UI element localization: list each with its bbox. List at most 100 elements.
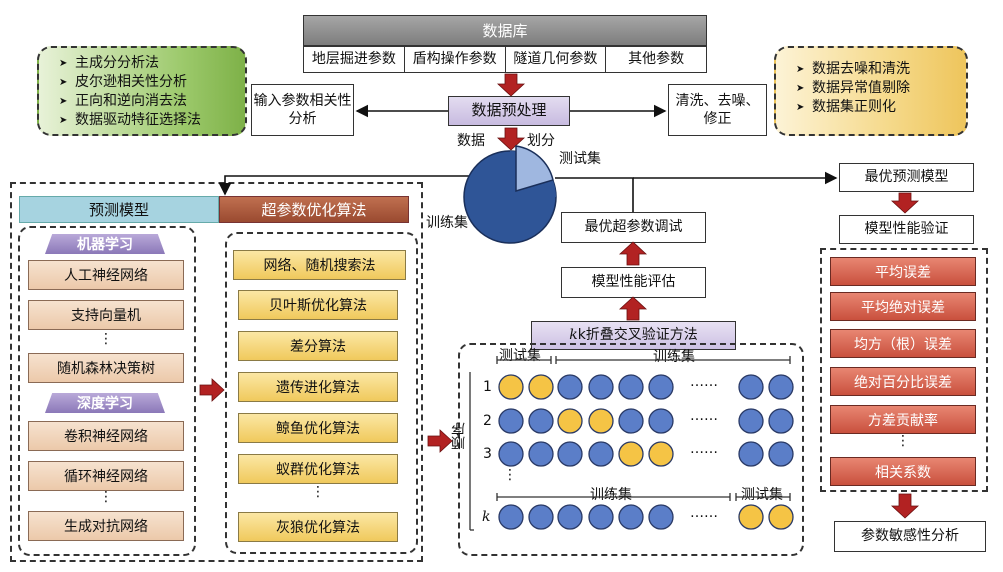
database-title-text: 数据库 xyxy=(482,22,528,40)
train-fold-circle xyxy=(588,374,614,400)
param-cell: 隧道几何参数 xyxy=(505,46,607,73)
ml-title: 机器学习 xyxy=(45,234,165,254)
test-fold-circle xyxy=(738,504,764,530)
thin-arrows xyxy=(218,104,838,212)
test-fold-circle xyxy=(768,504,794,530)
arrow-preprocess-to-pie xyxy=(496,127,526,151)
split-label-divide: 划分 xyxy=(527,133,555,149)
arrow-metrics-to-sensitivity xyxy=(890,493,920,519)
arrow-panel-to-kfold xyxy=(427,429,453,453)
best-model-box: 最优预测模型 xyxy=(839,163,974,192)
validation-box: 模型性能验证 xyxy=(839,215,974,244)
kfold-test-label-bottom: 测试集 xyxy=(741,487,783,503)
pie-train-label: 训练集 xyxy=(426,215,468,231)
dl-item: 卷积神经网络 xyxy=(28,421,184,451)
train-fold-circle xyxy=(618,408,644,434)
prediction-header: 预测模型 xyxy=(19,196,219,223)
clean-denoise-box: 清洗、去噪、修正 xyxy=(668,84,767,136)
train-fold-circle xyxy=(498,504,524,530)
kfold-panel xyxy=(458,343,804,556)
train-fold-circle xyxy=(588,504,614,530)
hyper-subpanel xyxy=(225,232,418,554)
train-fold-circle xyxy=(528,441,554,467)
input-correlation-box: 输入参数相关性分析 xyxy=(251,84,354,136)
kfold-train-label-bottom: 训练集 xyxy=(590,487,632,503)
ml-item: 随机森林决策树 xyxy=(28,353,184,383)
test-fold-circle xyxy=(498,374,524,400)
row-number: 3 xyxy=(483,446,492,462)
row-number: 1 xyxy=(483,379,492,395)
dl-title: 深度学习 xyxy=(45,393,165,413)
pie-test-label: 测试集 xyxy=(559,151,601,167)
hyper-item: 差分算法 xyxy=(238,331,398,361)
dl-item: 生成对抗网络 xyxy=(28,511,184,541)
train-fold-circle xyxy=(738,441,764,467)
kfold-circles xyxy=(498,374,794,530)
model-panel xyxy=(10,182,423,562)
data-split-pie xyxy=(463,145,557,244)
row-ellipsis: …… xyxy=(690,441,718,457)
train-fold-circle xyxy=(768,374,794,400)
ml-item: 支持向量机 xyxy=(28,300,184,330)
train-fold-circle xyxy=(648,408,674,434)
row-number: 2 xyxy=(483,413,492,429)
database-params-row: 地层掘进参数 盾构操作参数 隧道几何参数 其他参数 xyxy=(303,46,707,73)
metrics-panel xyxy=(820,248,988,492)
train-fold-circle xyxy=(738,374,764,400)
kfold-train-label: 训练集 xyxy=(653,349,695,365)
metric-item: 相关系数 xyxy=(830,457,976,486)
test-fold-circle xyxy=(557,408,583,434)
hyper-item: 灰狼优化算法 xyxy=(238,512,398,542)
note-item: 数据去噪和清洗 xyxy=(796,60,956,79)
ml-item: 人工神经网络 xyxy=(28,260,184,290)
arrow-eval-to-best xyxy=(618,241,648,266)
param-cell: 盾构操作参数 xyxy=(404,46,506,73)
hyper-item: 蚁群优化算法 xyxy=(238,454,398,484)
note-item: 数据异常值剔除 xyxy=(796,79,956,98)
train-fold-circle xyxy=(557,374,583,400)
metric-item: 方差贡献率 xyxy=(830,405,976,434)
red-arrows xyxy=(199,73,920,519)
arrow-kfold-to-eval xyxy=(618,296,648,321)
test-fold-circle xyxy=(618,441,644,467)
note-item: 皮尔逊相关性分析 xyxy=(59,73,235,92)
row-ellipsis: …… xyxy=(690,374,718,390)
hyper-item: 网络、随机搜索法 xyxy=(233,250,406,280)
best-hyper-box: 最优超参数调试 xyxy=(561,212,706,243)
note-item: 主成分分析法 xyxy=(59,54,235,73)
metric-item: 平均误差 xyxy=(830,257,976,286)
hyper-item: 鲸鱼优化算法 xyxy=(238,413,398,443)
kfold-brackets xyxy=(469,356,791,531)
note-item: 正向和逆向消去法 xyxy=(59,92,235,111)
dl-item: 循环神经网络 xyxy=(28,461,184,491)
metric-item: 平均绝对误差 xyxy=(830,292,976,321)
row-ellipsis: …… xyxy=(690,408,718,424)
metric-item: 绝对百分比误差 xyxy=(830,367,976,396)
train-fold-circle xyxy=(528,408,554,434)
train-fold-circle xyxy=(588,441,614,467)
prediction-subpanel xyxy=(18,226,196,556)
hyper-item: 遗传进化算法 xyxy=(238,372,398,402)
train-fold-circle xyxy=(738,408,764,434)
train-fold-circle xyxy=(498,441,524,467)
train-fold-circle xyxy=(648,504,674,530)
train-fold-circle xyxy=(528,504,554,530)
database-title: 数据库 xyxy=(303,15,707,46)
arrow-db-to-preprocess xyxy=(496,73,526,97)
train-fold-circle xyxy=(768,441,794,467)
param-cell: 其他参数 xyxy=(606,46,707,73)
metric-item: 均方（根）误差 xyxy=(830,329,976,358)
kfold-box: kk折叠交叉验证方法 xyxy=(531,321,736,350)
left-method-note: 主成分分析法 皮尔逊相关性分析 正向和逆向消去法 数据驱动特征选择法 xyxy=(37,46,247,136)
test-fold-circle xyxy=(588,408,614,434)
hyper-item: 贝叶斯优化算法 xyxy=(238,290,398,320)
train-fold-circle xyxy=(618,374,644,400)
train-fold-circle xyxy=(557,441,583,467)
note-item: 数据驱动特征选择法 xyxy=(59,111,235,130)
kfold-label-text: k折叠交叉验证方法 xyxy=(577,327,698,344)
train-fold-circle xyxy=(768,408,794,434)
train-fold-circle xyxy=(618,504,644,530)
note-item: 数据集正则化 xyxy=(796,98,956,117)
hyper-header: 超参数优化算法 xyxy=(219,196,409,223)
